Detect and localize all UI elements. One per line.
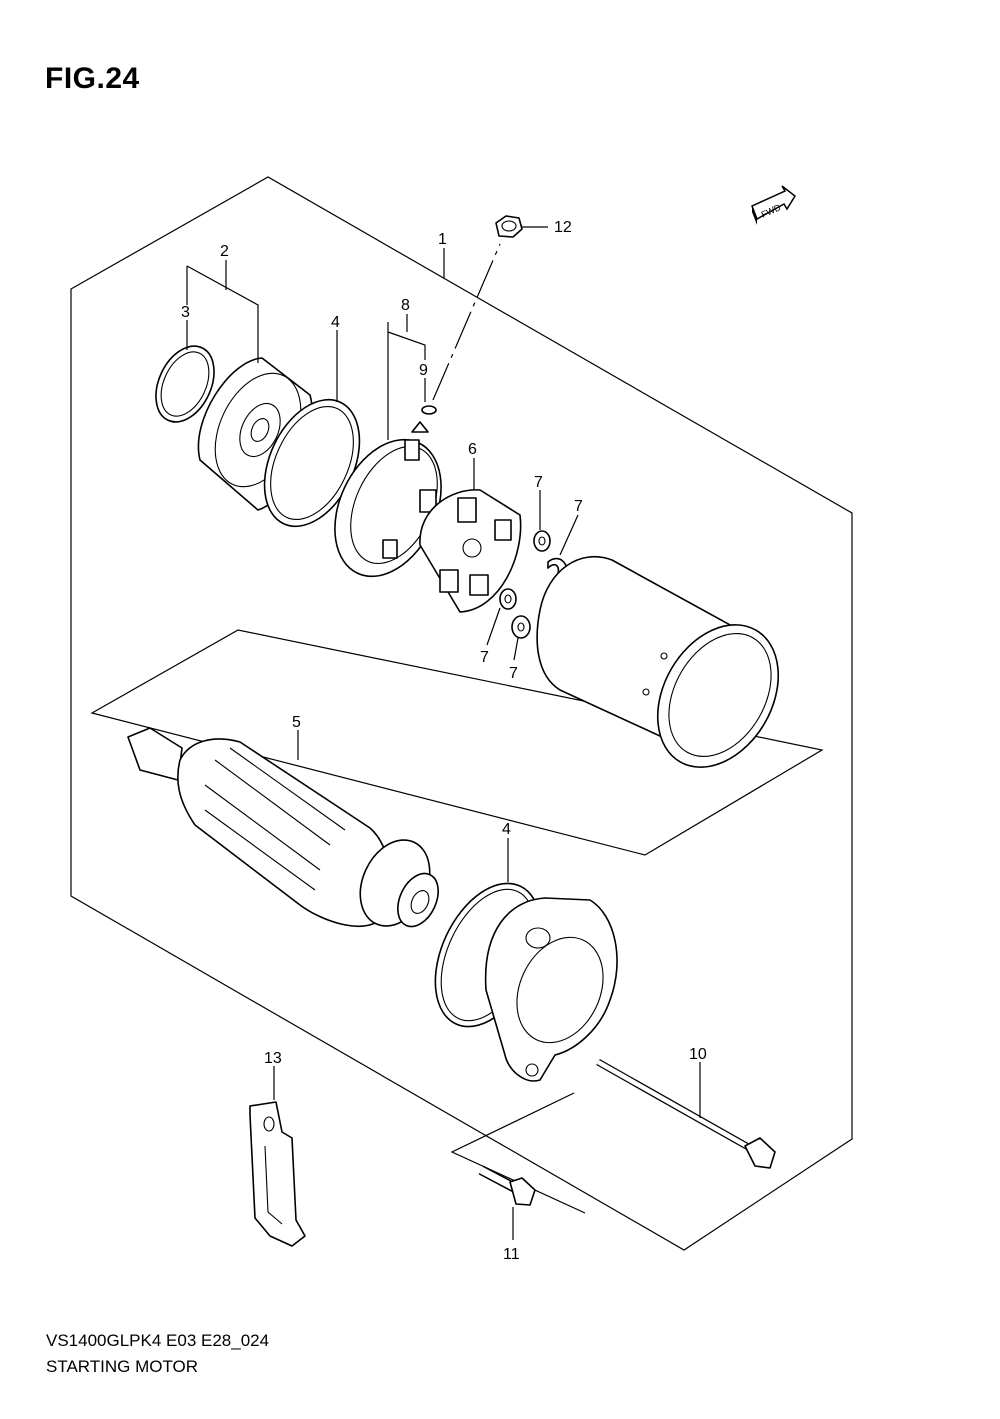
brush-holder-icon <box>334 421 442 578</box>
callout-3: 3 <box>181 304 190 321</box>
callout-12: 12 <box>554 219 572 236</box>
callout-7-c: 7 <box>480 649 489 666</box>
fastener-group-boundary <box>450 1092 586 1214</box>
brush-plate-icon <box>419 489 522 613</box>
motor-case-icon <box>536 555 780 768</box>
callout-2: 2 <box>220 243 229 260</box>
callout-6: 6 <box>468 441 477 458</box>
callout-11: 11 <box>503 1246 520 1263</box>
armature-group-boundary <box>90 629 824 856</box>
callout-8: 8 <box>401 297 410 314</box>
nut-icon <box>495 215 523 238</box>
assembly-boundary <box>70 176 853 1251</box>
o-ring-large-icon <box>155 345 215 423</box>
section-name: STARTING MOTOR <box>46 1357 199 1376</box>
callout-5: 5 <box>292 714 301 731</box>
bracket-icon <box>249 1101 306 1247</box>
long-bolt-icon <box>596 1058 776 1169</box>
callout-4-lower: 4 <box>502 821 511 838</box>
callout-labels: 1 2 3 4 8 9 12 6 7 7 7 7 5 4 10 13 11 <box>181 219 707 1263</box>
o-ring-small-icon <box>421 405 437 415</box>
callout-4-upper: 4 <box>331 314 340 331</box>
callout-7-d: 7 <box>509 665 518 682</box>
figure-title: FIG.24 <box>45 62 140 95</box>
fwd-arrow-icon: FWD <box>751 185 796 225</box>
callout-7-b: 7 <box>574 498 583 515</box>
callout-10: 10 <box>689 1046 707 1063</box>
callout-9: 9 <box>419 362 428 379</box>
model-code: VS1400GLPK4 E03 E28_024 <box>46 1331 270 1350</box>
callout-7-a: 7 <box>534 474 543 491</box>
armature-icon <box>127 727 439 928</box>
front-cover-icon <box>484 897 618 1082</box>
bolt-icon <box>478 1165 536 1206</box>
leader-lines <box>186 226 701 1240</box>
callout-13: 13 <box>264 1050 282 1067</box>
callout-1: 1 <box>438 231 447 248</box>
